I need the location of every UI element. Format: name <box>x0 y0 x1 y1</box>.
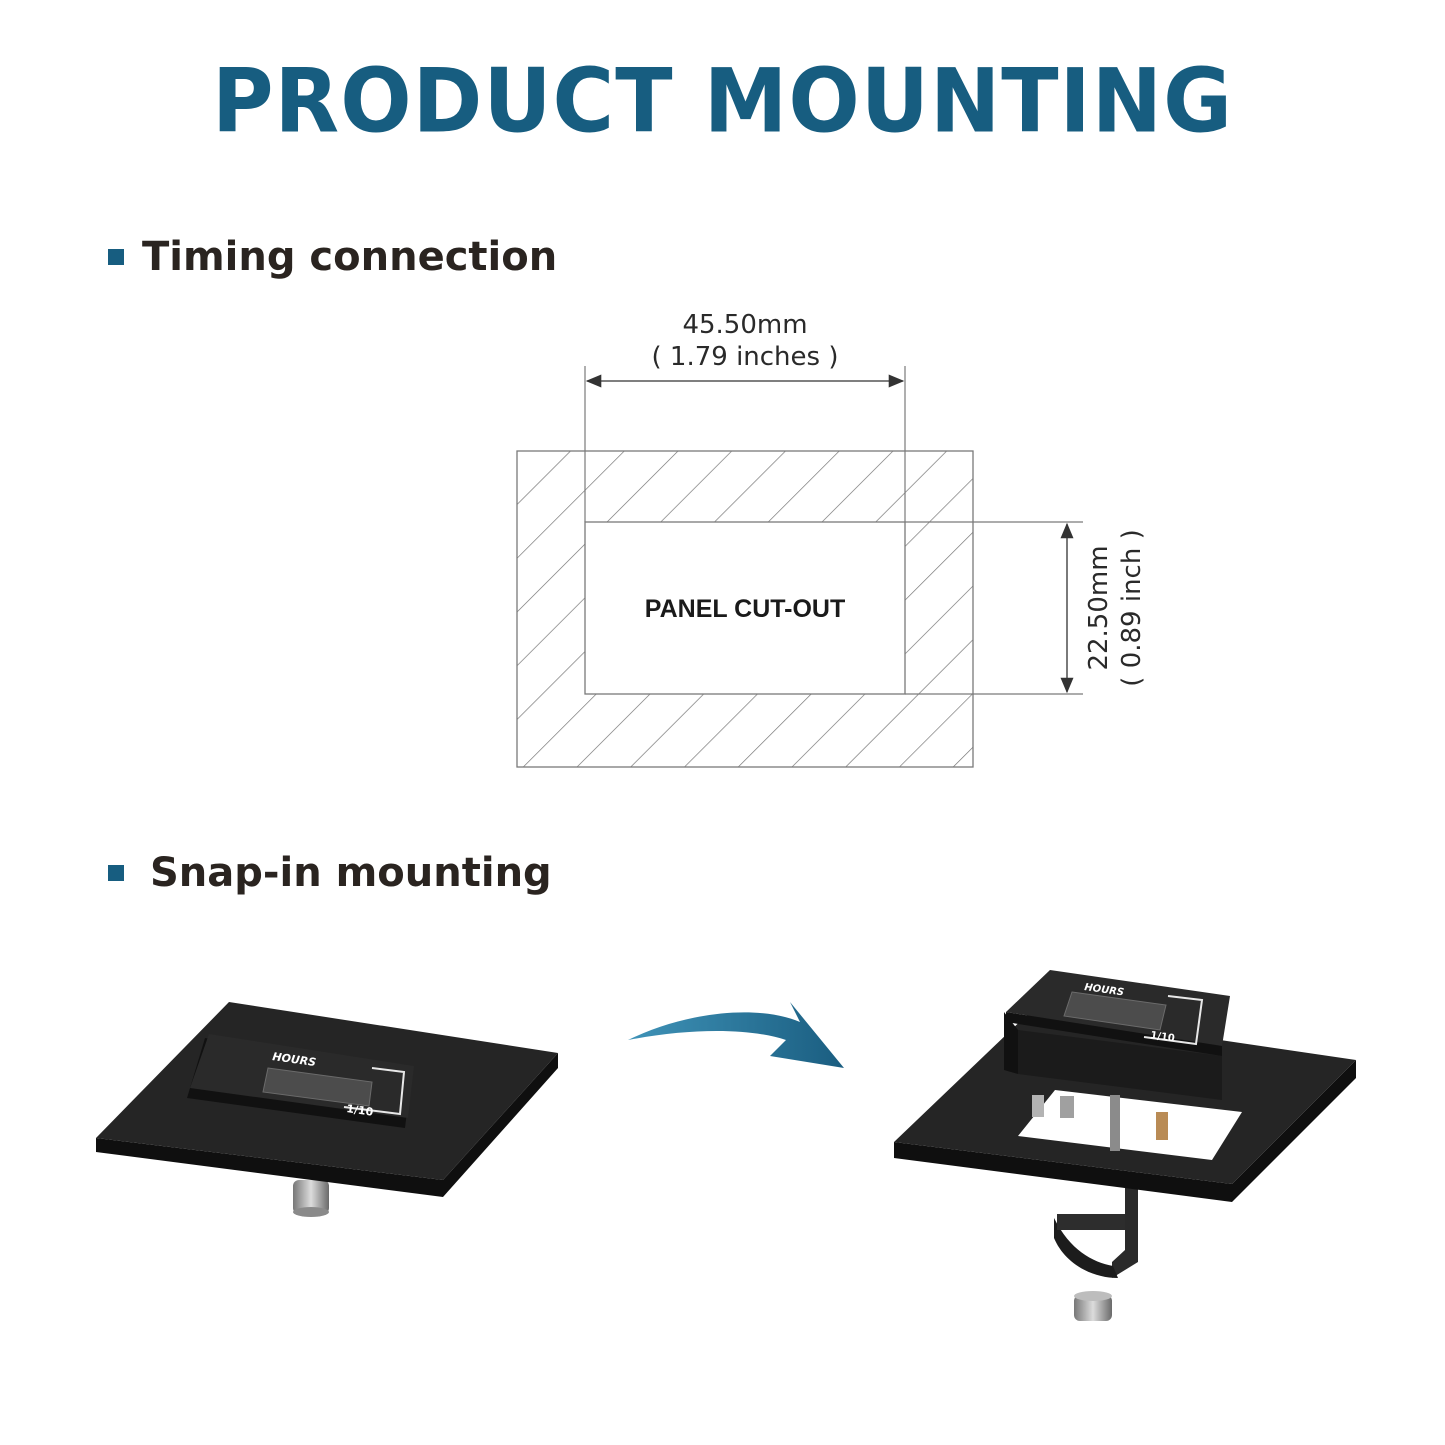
section-label: Snap-in mounting <box>150 850 552 896</box>
panel-edge <box>96 1053 558 1197</box>
bullet-square-icon <box>108 249 124 265</box>
mounting-nut <box>1074 1295 1112 1321</box>
mounted-meter-illustration: HOURS 1/10 <box>96 1002 558 1217</box>
mounting-nut <box>293 1180 329 1214</box>
meter-body <box>1018 1030 1222 1100</box>
width-inch-label: ( 1.79 inches ) <box>652 342 839 372</box>
meter-hours-label: HOURS <box>272 1050 317 1069</box>
inserting-meter-illustration: HOURS 1/10 <box>894 970 1356 1321</box>
panel-cutout-opening <box>584 521 906 695</box>
cutout-label: PANEL CUT-OUT <box>645 595 845 623</box>
height-mm-label: 22.50mm <box>1084 545 1114 670</box>
center-stud <box>1110 1095 1120 1151</box>
bullet-square-icon <box>108 865 124 881</box>
meter-lcd-window <box>262 1067 373 1107</box>
terminal-pin <box>1156 1112 1168 1140</box>
meter-scale-label: 1/10 <box>1150 1030 1176 1044</box>
width-mm-label: 45.50mm <box>682 310 807 340</box>
process-arrow-icon <box>628 1002 844 1068</box>
page-title: PRODUCT MOUNTING <box>211 49 1234 153</box>
section-label: Timing connection <box>142 234 558 280</box>
section-timing-connection: Timing connection <box>108 234 557 280</box>
section-snap-in-mounting: Snap-in mounting <box>108 850 552 896</box>
terminal-pin <box>1060 1096 1074 1118</box>
meter-scale-label: 1/10 <box>346 1102 375 1119</box>
meter-lcd-window <box>1063 991 1167 1031</box>
panel-edge <box>894 1060 1356 1202</box>
retaining-clip <box>1054 1218 1118 1278</box>
panel-cutout-drawing: PANEL CUT-OUT 45.50mm ( 1.79 inches ) 22… <box>516 310 1147 768</box>
meter-hours-label: HOURS <box>1084 982 1125 998</box>
height-inch-label: ( 0.89 inch ) <box>1117 529 1147 686</box>
